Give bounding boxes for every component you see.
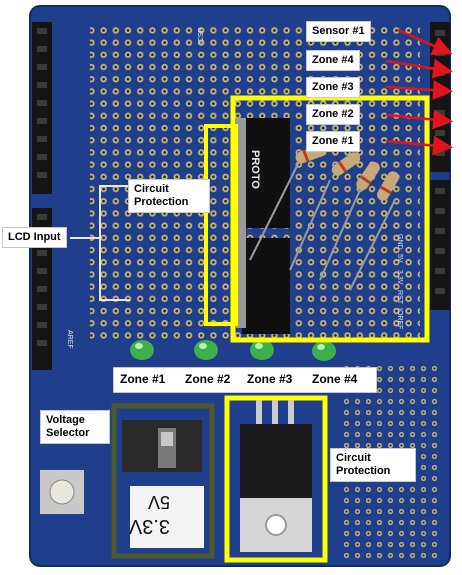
label-voltage-selector: Voltage Selector <box>40 410 110 444</box>
voltage-33v-text: 3.3V <box>128 515 170 537</box>
pin-label-5v: 5V <box>396 254 403 263</box>
pin-label-ioref: IOREF <box>396 308 403 329</box>
label-sensor-1: Sensor #1 <box>306 21 371 42</box>
zone-row-label-3: Zone #3 <box>247 372 293 386</box>
label-circuit-protection-bottom: Circuit Protection <box>330 448 416 482</box>
silkscreen-icsp: ICSP <box>198 27 205 44</box>
regulator-highlight-box <box>224 395 328 563</box>
label-zone-2-right: Zone #2 <box>306 104 360 125</box>
zones-highlight-box <box>230 95 430 343</box>
pin-label-33v: 3.3V <box>396 270 403 285</box>
label-zone-4-right: Zone #4 <box>306 50 360 71</box>
pin-label-gnd: GND <box>396 234 403 250</box>
voltage-5v-text: 5V <box>148 492 170 512</box>
silkscreen-aref: AREF <box>66 330 73 349</box>
zone-label-row: Zone #1 Zone #2 Zone #3 Zone #4 <box>113 367 377 393</box>
voltage-selector-box <box>111 403 215 559</box>
label-zone-1-right: Zone #1 <box>306 131 360 152</box>
label-zone-3-right: Zone #3 <box>306 77 360 98</box>
voltage-regulator-icon <box>240 400 312 552</box>
pin-label-rst: RST <box>396 290 403 305</box>
chip-lower <box>242 238 290 334</box>
proto-silkscreen: PROTO <box>249 150 261 189</box>
chip-upper <box>242 118 290 228</box>
push-button-icon <box>40 470 84 514</box>
resistor-icon <box>249 144 399 291</box>
label-circuit-protection-top: Circuit Protection <box>128 179 210 213</box>
zone-row-label-1: Zone #1 <box>120 372 166 386</box>
led-icon <box>130 340 336 361</box>
circuit-protection-highlight-small <box>204 124 238 326</box>
arrow-icon <box>385 28 453 156</box>
zone-row-label-4: Zone #4 <box>312 372 358 386</box>
zone-row-label-2: Zone #2 <box>185 372 231 386</box>
label-lcd-input: LCD Input <box>2 227 67 248</box>
lcd-input-bracket <box>70 185 130 301</box>
